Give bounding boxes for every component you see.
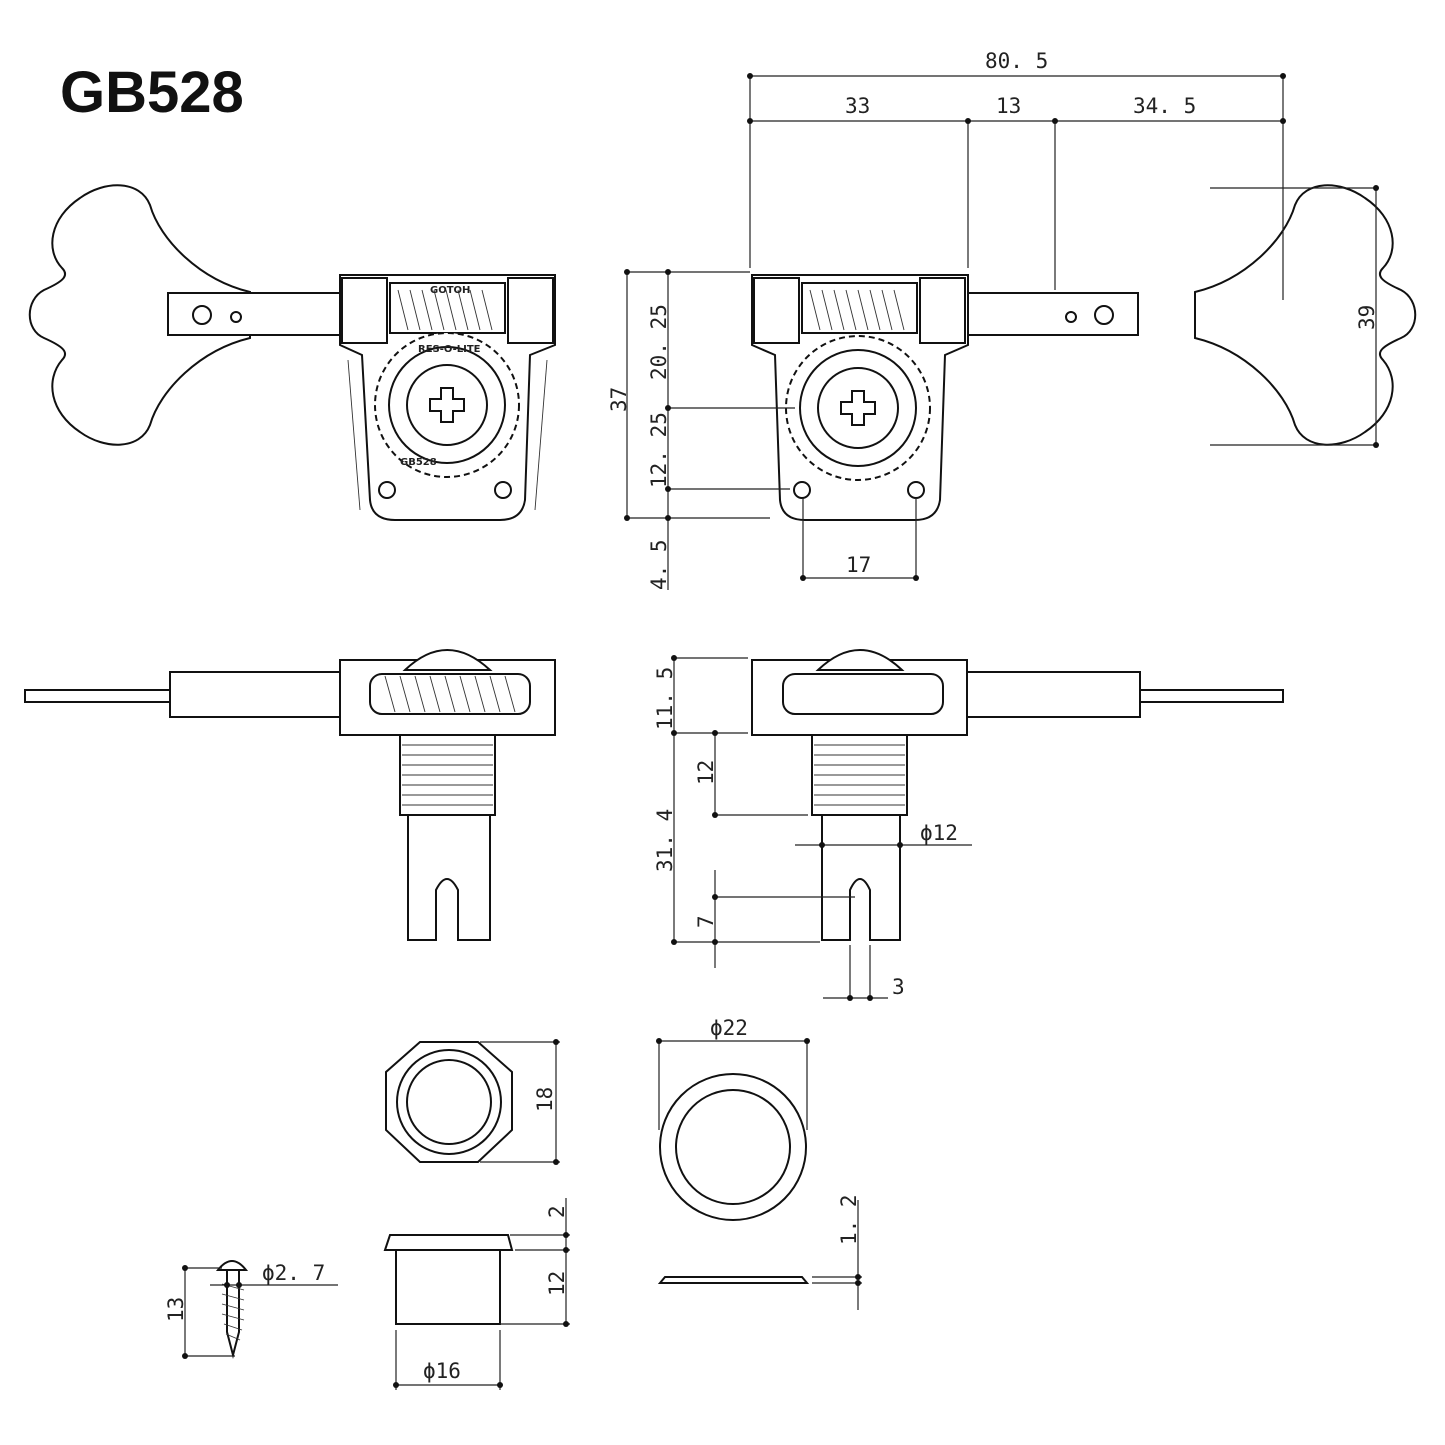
dims-screw: ϕ2. 7 13 (164, 1261, 338, 1359)
gear-inner-ring (388, 346, 506, 464)
dim-post-dia: ϕ12 (920, 821, 958, 845)
dim-h-upper: 20. 25 (647, 304, 671, 380)
dim-seg-a: 33 (845, 94, 870, 118)
dim-h-lower: 12. 25 (647, 412, 671, 488)
dim-screw-len: 13 (164, 1297, 188, 1322)
hex-nut (385, 1041, 513, 1163)
housing-right-block (507, 277, 554, 344)
side-view-left (24, 649, 556, 941)
key-rivet (192, 305, 212, 325)
hex-nut-bore (406, 1059, 492, 1145)
model-title: GB528 (60, 60, 244, 125)
dim-slot-width: 3 (892, 975, 905, 999)
dim-screw-dia: ϕ2. 7 (262, 1261, 325, 1285)
key-hole (230, 311, 242, 323)
housing-left-block (341, 277, 388, 344)
dim-key-height: 39 (1355, 305, 1379, 330)
cap-dome (402, 649, 493, 671)
front-view-right (751, 184, 1417, 521)
dims-front: 80. 5 33 13 34. 5 39 37 20. 25 12. 25 4.… (607, 49, 1379, 590)
washer-ring (657, 1073, 810, 1284)
tuner-key (28, 184, 251, 446)
gear-inner-ring-right (799, 349, 917, 467)
dim-washer-dia: ϕ22 (710, 1016, 748, 1040)
dims-nut: 18 (480, 1039, 560, 1165)
housing-right-left-block (753, 277, 800, 344)
dim-side-post: 31. 4 (653, 809, 677, 872)
worm-gear-right (801, 282, 918, 334)
gear-text-model: GB528 (400, 457, 437, 468)
dim-seg-c: 34. 5 (1133, 94, 1196, 118)
mount-hole-right-b (907, 481, 925, 499)
dims-washer: ϕ22 1. 2 (656, 1016, 862, 1310)
gear-text-res: RES-O-LITE (418, 344, 481, 355)
side-view-right (751, 649, 1284, 941)
wood-screw (215, 1260, 249, 1359)
dim-washer-t: 1. 2 (837, 1194, 861, 1245)
housing-right-right-block (919, 277, 966, 344)
dim-bush-dia: ϕ16 (423, 1359, 461, 1383)
mount-hole-right-a (793, 481, 811, 499)
front-view-left: GOTOH RES-O-LITE GB528 (28, 184, 556, 521)
dim-total-width: 80. 5 (985, 49, 1048, 73)
dim-side-top: 11. 5 (653, 667, 677, 730)
crosshead-screw-icon (840, 390, 876, 426)
tuner-key-right (1194, 184, 1417, 446)
dim-nut-width: 18 (533, 1087, 557, 1112)
dim-h-bottom: 4. 5 (647, 539, 671, 590)
cap-dome-right (815, 649, 905, 671)
washer-inner (675, 1089, 791, 1205)
string-post-right (821, 814, 901, 941)
crosshead-screw-icon (429, 387, 465, 423)
dim-seg-b: 13 (996, 94, 1021, 118)
mount-hole-left (378, 481, 396, 499)
string-post (407, 814, 491, 941)
washer-side (657, 1276, 810, 1284)
dim-overall-height: 37 (607, 387, 631, 412)
bushing (383, 1234, 514, 1325)
dim-slot-depth: 7 (694, 915, 718, 928)
dims-side: 11. 5 31. 4 12 ϕ12 7 3 (653, 655, 972, 1001)
shaft-side-right (964, 671, 1141, 718)
dims-bushing: 2 12 ϕ16 (393, 1198, 570, 1390)
gear-side-right (782, 673, 944, 715)
shaft-side (169, 671, 346, 718)
dim-thread-len: 12 (694, 760, 718, 785)
bushing-body (395, 1249, 501, 1325)
mount-hole-right (494, 481, 512, 499)
screw-shank (226, 1269, 240, 1359)
dim-bush-len: 12 (545, 1271, 569, 1296)
dim-hole-spacing: 17 (846, 553, 871, 577)
key-hole-right (1065, 311, 1077, 323)
brand-mark: GOTOH (430, 285, 470, 296)
key-rivet-right (1094, 305, 1114, 325)
dim-bush-flange: 2 (545, 1205, 569, 1218)
worm-gear (389, 282, 506, 334)
bushing-flange (383, 1234, 514, 1251)
screw-head (215, 1260, 249, 1271)
